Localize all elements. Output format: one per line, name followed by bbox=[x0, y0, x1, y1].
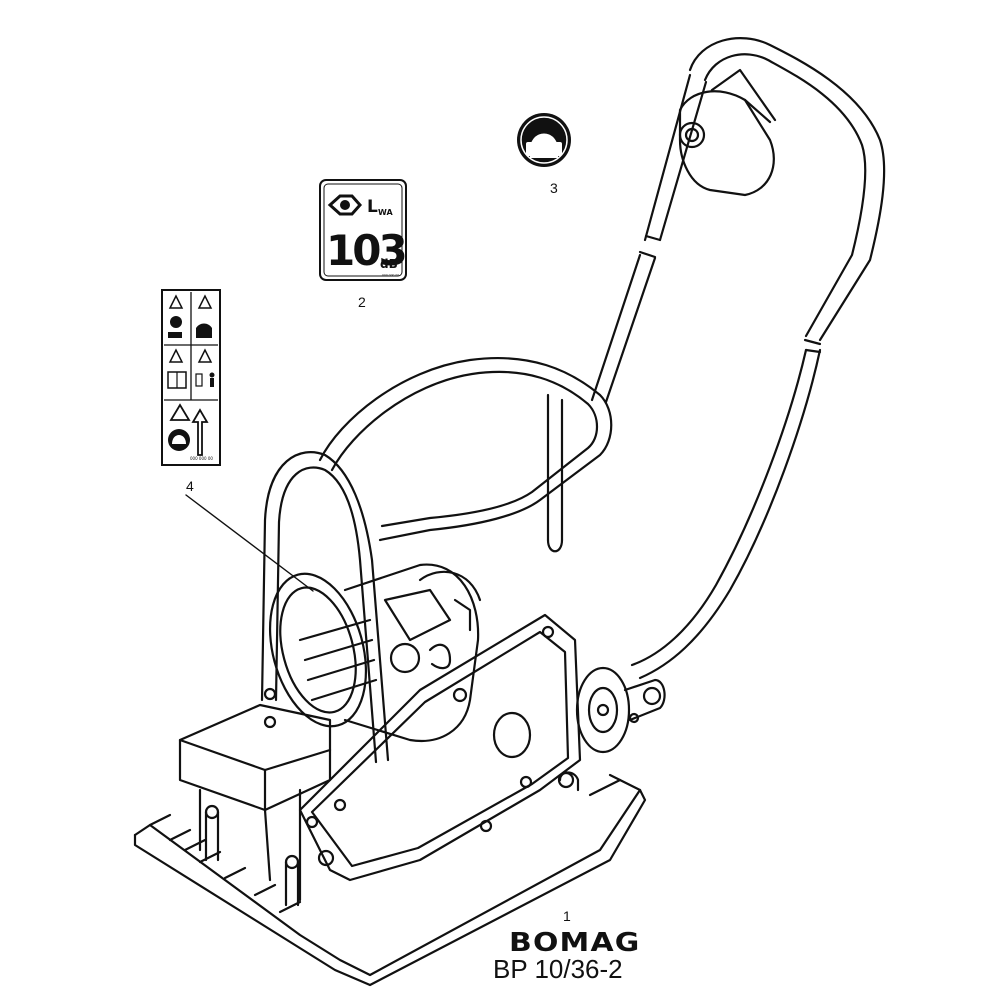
ear-protection-icon bbox=[517, 113, 571, 167]
transport-wheel bbox=[575, 666, 666, 754]
arrow-up-icon bbox=[191, 408, 209, 456]
front-roll-bar bbox=[260, 451, 390, 764]
noise-level-icon bbox=[327, 194, 363, 216]
belt-guard bbox=[298, 613, 582, 882]
keep-distance-icon bbox=[195, 372, 215, 387]
safety-part-number: 000 000 00 bbox=[190, 456, 213, 461]
noise-symbol: L bbox=[367, 197, 378, 217]
bolts bbox=[204, 687, 347, 907]
model-name: BP 10/36-2 bbox=[493, 954, 623, 984]
callout-1: 1 bbox=[563, 908, 571, 924]
noise-value: 103 bbox=[326, 226, 405, 275]
handle-bar bbox=[590, 37, 886, 680]
brand-logo: BOMAG bbox=[509, 928, 641, 958]
safety-label: 000 000 00 bbox=[161, 289, 221, 466]
exciter-housing bbox=[178, 703, 332, 902]
handle-head bbox=[678, 68, 777, 197]
lifting-frame bbox=[318, 356, 613, 553]
noise-level-label: L WA 103 dB 000 000 00 bbox=[319, 179, 408, 281]
callout-4: 4 bbox=[186, 478, 194, 494]
base-plate bbox=[133, 771, 647, 987]
callout-2: 2 bbox=[358, 294, 366, 310]
noise-part-number: 000 000 00 bbox=[382, 273, 399, 277]
noise-unit: dB bbox=[380, 257, 398, 271]
callout-leader-4 bbox=[185, 494, 314, 592]
noise-subscript: WA bbox=[378, 208, 393, 217]
engine bbox=[268, 563, 482, 743]
warning-icon bbox=[168, 294, 213, 421]
callout-3: 3 bbox=[550, 180, 558, 196]
